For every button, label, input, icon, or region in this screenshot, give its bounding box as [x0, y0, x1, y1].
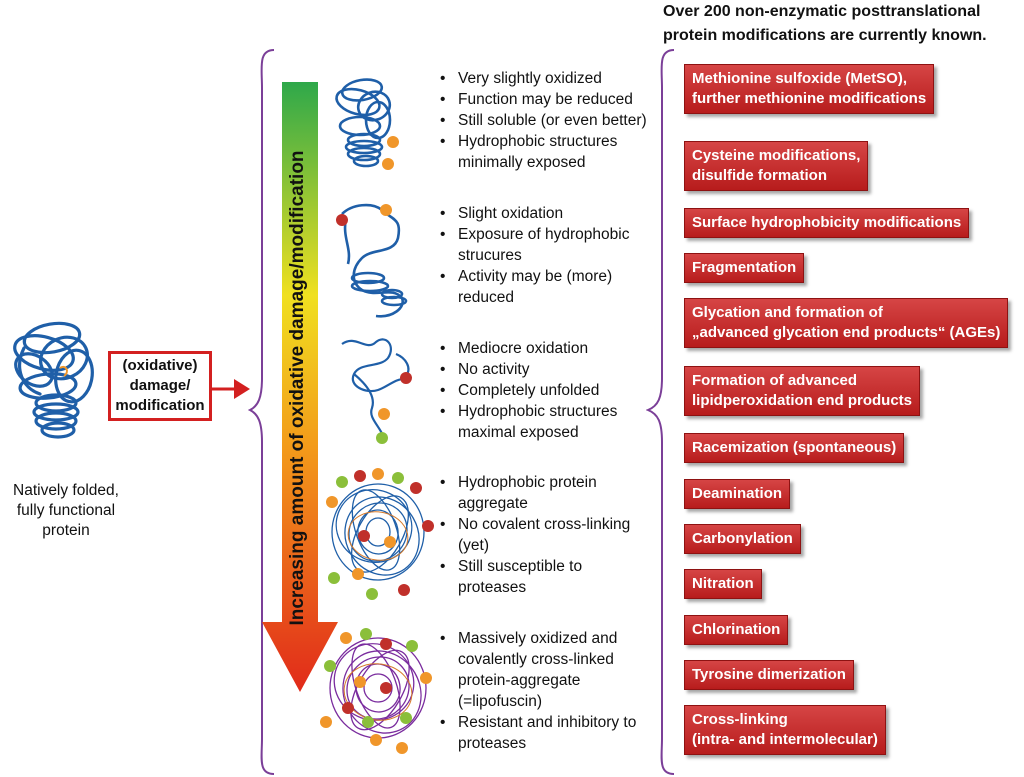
modification-box-glycation: Glycation and formation of „advanced gly…: [684, 298, 1009, 348]
damage-box: (oxidative) damage/ modification: [108, 351, 212, 421]
stage-3-bullet: Mediocre oxidation: [436, 338, 666, 359]
gradient-arrow-label: Increasing amount of oxidative damage/mo…: [287, 150, 308, 626]
modification-box-surface-hydrophobicity: Surface hydrophobicity modifications: [684, 208, 970, 238]
modification-line: Glycation and formation of: [692, 304, 883, 321]
modification-line: further methionine modifications: [692, 90, 927, 107]
modification-line: Surface hydrophobicity modifications: [692, 214, 962, 231]
stage-1-bullet: Still soluble (or even better): [436, 110, 666, 131]
damage-box-line-3: modification: [115, 397, 205, 414]
stage-4-protein-image: [326, 468, 434, 600]
header-title: Over 200 non-enzymatic posttranslational…: [663, 0, 1024, 48]
native-protein-caption: Natively folded, fully functional protei…: [0, 481, 132, 541]
modification-box-cross-linking: Cross-linking (intra- and intermolecular…: [684, 705, 886, 755]
stage-5-bullet: Massively oxidized and covalently cross-…: [436, 628, 666, 712]
stage-4-bullet: No covalent cross-linking (yet): [436, 514, 636, 556]
modification-box-racemization: Racemization (spontaneous): [684, 433, 905, 463]
native-protein-image: [13, 321, 94, 439]
modification-line: lipidperoxidation end products: [692, 392, 913, 409]
damage-box-line-1: (oxidative): [122, 357, 198, 374]
modification-line: Cross-linking: [692, 711, 788, 728]
stage-3-bullet-list: Mediocre oxidation No activity Completel…: [436, 338, 666, 443]
modification-line: (intra- and intermolecular): [692, 731, 878, 748]
stage-5-bullet: Resistant and inhibitory to proteases: [436, 712, 666, 754]
modification-box-nitration: Nitration: [684, 569, 762, 599]
stage-2-protein-image: [336, 203, 408, 318]
modification-box-chlorination: Chlorination: [684, 615, 789, 645]
modification-line: Deamination: [692, 485, 783, 502]
modification-line: Tyrosine dimerization: [692, 666, 846, 683]
modification-box-carbonylation: Carbonylation: [684, 524, 801, 554]
stage-2-bullet: Slight oxidation: [436, 203, 666, 224]
modification-box-cysteine: Cysteine modifications, disulfide format…: [684, 141, 869, 191]
gradient-arrow: [262, 82, 338, 692]
stage-3-bullet: No activity: [436, 359, 666, 380]
left-brace: [248, 49, 275, 775]
modification-line: disulfide formation: [692, 167, 827, 184]
stage-1-protein-image: [335, 78, 399, 170]
stage-3-bullet: Hydrophobic structures maximal exposed: [436, 401, 666, 443]
stage-3-protein-image: [341, 338, 412, 444]
stage-4-bullet-list: Hydrophobic protein aggregate No covalen…: [436, 472, 636, 598]
native-caption-line-1: Natively folded,: [13, 482, 119, 499]
modification-line: Chlorination: [692, 621, 781, 638]
stage-3-bullet: Completely unfolded: [436, 380, 666, 401]
modification-line: „advanced glycation end products“ (AGEs): [692, 324, 1001, 341]
modification-line: Nitration: [692, 575, 754, 592]
modification-line: Racemization (spontaneous): [692, 439, 897, 456]
stage-2-bullet: Activity may be (more) reduced: [436, 266, 666, 308]
native-caption-line-2: fully functional: [16, 502, 116, 519]
modification-box-deamination: Deamination: [684, 479, 791, 509]
damage-box-line-2: damage/: [129, 377, 191, 394]
right-brace: [646, 49, 675, 775]
header-line-2: protein modifications are currently know…: [663, 27, 987, 44]
modification-line: Carbonylation: [692, 530, 793, 547]
modification-line: Formation of advanced: [692, 372, 858, 389]
stage-2-bullet: Exposure of hydrophobic strucures: [436, 224, 666, 266]
stage-2-bullet-list: Slight oxidation Exposure of hydrophobic…: [436, 203, 666, 308]
stage-5-protein-image: [320, 628, 432, 754]
stage-1-bullet: Hydrophobic structures minimally exposed: [436, 131, 666, 173]
stage-4-bullet: Still susceptible to proteases: [436, 556, 636, 598]
modification-box-tyrosine-dimerization: Tyrosine dimerization: [684, 660, 854, 690]
modification-box-lipidperoxidation: Formation of advanced lipidperoxidation …: [684, 366, 921, 416]
modification-box-fragmentation: Fragmentation: [684, 253, 805, 283]
modification-line: Cysteine modifications,: [692, 147, 861, 164]
native-caption-line-3: protein: [42, 522, 90, 539]
damage-arrow: [212, 379, 250, 399]
header-line-1: Over 200 non-enzymatic posttranslational: [663, 3, 981, 20]
stage-1-bullet: Function may be reduced: [436, 89, 666, 110]
modification-box-methionine: Methionine sulfoxide (MetSO), further me…: [684, 64, 935, 114]
modification-line: Fragmentation: [692, 259, 797, 276]
stage-5-bullet-list: Massively oxidized and covalently cross-…: [436, 628, 666, 754]
stage-4-bullet: Hydrophobic protein aggregate: [436, 472, 636, 514]
modification-line: Methionine sulfoxide (MetSO),: [692, 70, 908, 87]
stage-1-bullet-list: Very slightly oxidized Function may be r…: [436, 68, 666, 173]
stage-1-bullet: Very slightly oxidized: [436, 68, 666, 89]
